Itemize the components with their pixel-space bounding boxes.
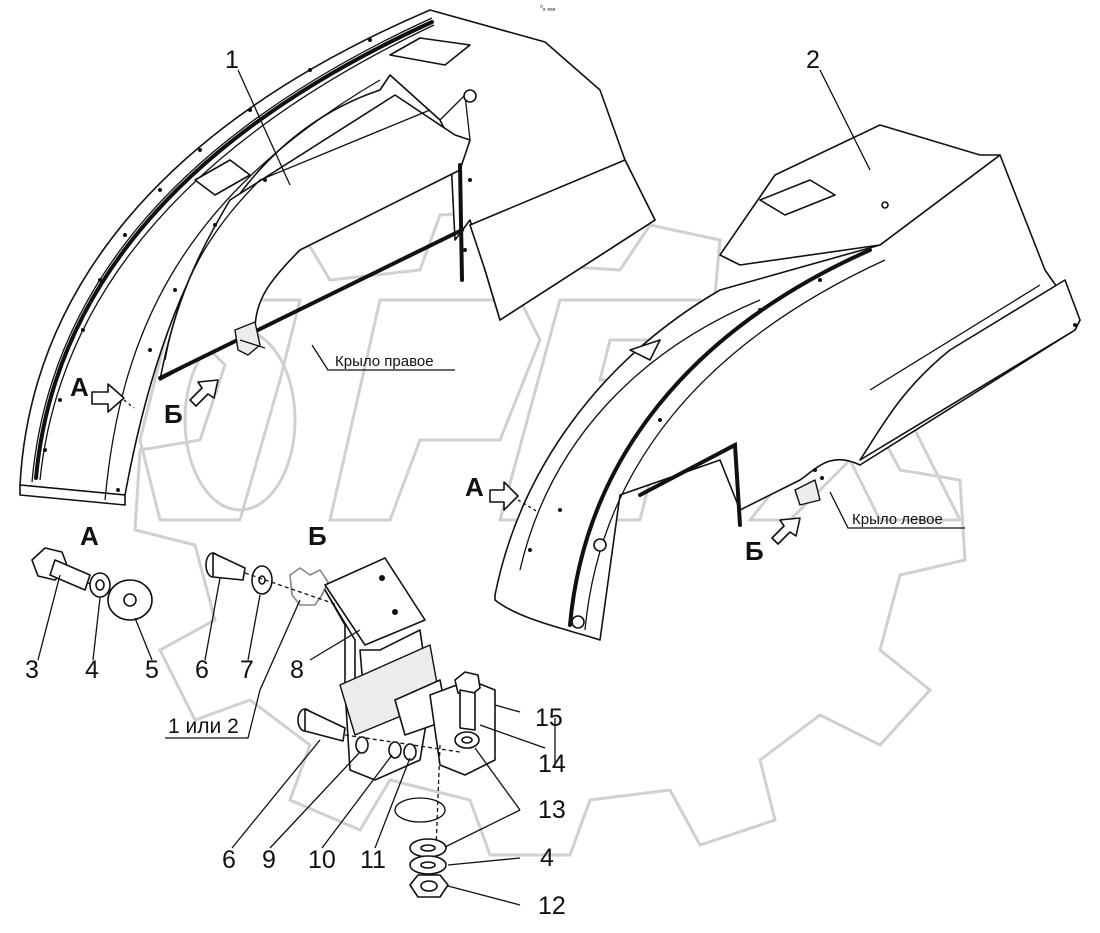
label-part-6-bottom: 6 <box>222 846 236 874</box>
label-part-14: 14 <box>538 750 566 778</box>
label-part-6-top: 6 <box>195 656 209 684</box>
label-part-11: 11 <box>360 846 386 874</box>
label-part-2: 2 <box>806 46 820 74</box>
label-part-10: 10 <box>308 846 336 874</box>
caption-right-fender: Крыло правое <box>335 353 434 370</box>
view-a-label-right: А <box>70 372 89 402</box>
label-part-4-top: 4 <box>85 656 99 684</box>
leader-lines <box>37 69 965 906</box>
detail-b-title: Б <box>308 521 327 551</box>
view-a-arrow-left-fender <box>489 481 539 513</box>
caption-left-fender: Крыло левое <box>852 511 943 528</box>
label-part-13: 13 <box>538 796 566 824</box>
view-a-label-left: А <box>465 472 484 502</box>
view-labels: А Б А Б А Б <box>70 372 764 566</box>
view-b-label-right: Б <box>164 399 183 429</box>
right-fender-part-1 <box>19 9 656 506</box>
view-b-arrow-right-fender <box>189 379 219 407</box>
label-part-1: 1 <box>225 46 239 74</box>
view-b-arrow-left-fender <box>771 517 801 545</box>
part-labels: 1 2 3 4 5 6 7 8 6 9 10 11 12 13 14 15 4 <box>25 46 820 920</box>
label-part-15: 15 <box>535 704 563 732</box>
label-part-7: 7 <box>240 656 254 684</box>
label-part-3: 3 <box>25 656 39 684</box>
detail-a-title: А <box>80 521 99 551</box>
label-part-8: 8 <box>290 656 304 684</box>
label-part-9: 9 <box>262 846 276 874</box>
corner-mark: ⁰ₐ ₐₐₐ <box>540 4 556 12</box>
view-b-label-left: Б <box>745 536 764 566</box>
label-part-4-bottom: 4 <box>540 844 554 872</box>
label-part-12: 12 <box>538 892 566 920</box>
left-fender-part-2 <box>494 124 1081 641</box>
caption-one-or-two: 1 или 2 <box>168 715 239 738</box>
label-part-5: 5 <box>145 656 159 684</box>
captions: Крыло правое Крыло левое 1 или 2 <box>168 353 943 738</box>
detail-b-hardware <box>205 552 496 898</box>
detail-a-hardware <box>31 547 153 621</box>
view-a-arrow-right-fender <box>91 383 135 413</box>
